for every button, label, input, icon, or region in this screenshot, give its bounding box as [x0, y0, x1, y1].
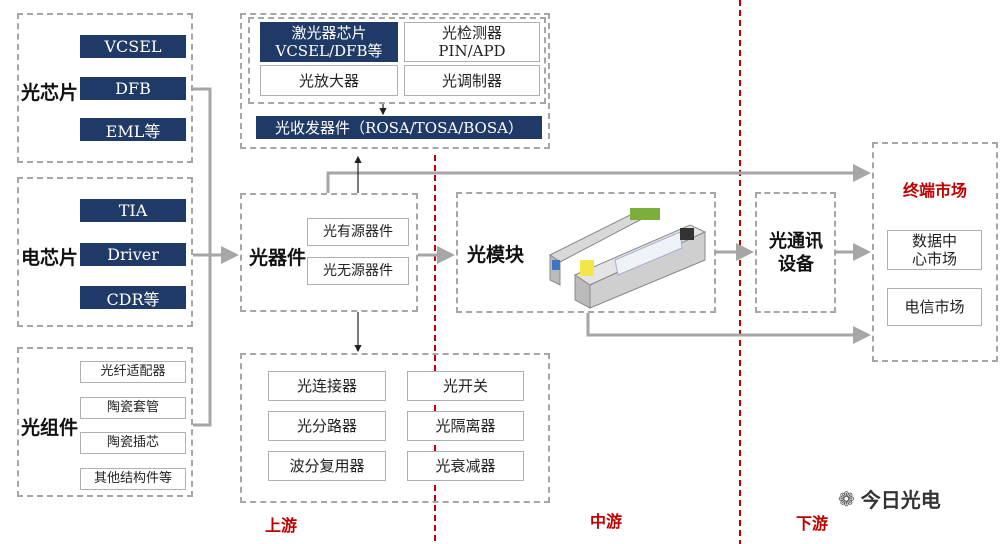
chip-dfb: DFB — [80, 77, 186, 100]
passive-item: 光隔离器 — [407, 411, 524, 441]
amplifier-cell: 光放大器 — [260, 65, 398, 96]
modulator-cell: 光调制器 — [404, 65, 540, 96]
component-item: 陶瓷插芯 — [80, 432, 186, 454]
optical-devices-group — [240, 193, 418, 312]
component-item: 其他结构件等 — [80, 468, 186, 490]
chip-cdr: CDR等 — [80, 286, 186, 309]
component-item: 光纤适配器 — [80, 361, 186, 383]
wechat-icon: ❁ — [838, 486, 855, 511]
datacenter-market: 数据中心市场 — [887, 230, 982, 270]
optical-chips-label: 光芯片 — [21, 82, 79, 104]
detector-cell: 光检测器 PIN/APD — [404, 22, 540, 62]
detector-types: PIN/APD — [438, 42, 506, 60]
watermark: ❁ 今日光电 — [838, 484, 941, 513]
electric-chips-group — [17, 177, 193, 327]
optical-components-group — [17, 347, 193, 497]
electric-chips-label: 电芯片 — [21, 247, 79, 269]
passive-devices: 光无源器件 — [307, 257, 409, 285]
optical-chips-group — [17, 13, 193, 163]
terminal-market-title: 终端市场 — [902, 181, 967, 200]
equipment-label: 光通讯设备 — [769, 231, 823, 276]
sfp-module-image — [549, 208, 707, 309]
passive-item: 光分路器 — [268, 411, 386, 441]
passive-item: 波分复用器 — [268, 451, 386, 481]
chip-vcsel: VCSEL — [80, 35, 186, 58]
transceiver-group — [240, 13, 550, 149]
laser-chip-cell: 激光器芯片 VCSEL/DFB等 — [260, 22, 398, 62]
passive-devices-group — [240, 353, 550, 503]
optical-module-label: 光模块 — [467, 244, 525, 266]
left-bracket-line — [193, 87, 212, 427]
terminal-market-group — [872, 142, 998, 362]
laser-chip-name: 激光器芯片 — [291, 24, 367, 42]
transceiver-parts-group — [248, 17, 546, 104]
downstream-label: 下游 — [796, 514, 829, 533]
component-item: 陶瓷套管 — [80, 397, 186, 419]
telecom-market: 电信市场 — [887, 288, 982, 326]
detector-name: 光检测器 — [441, 24, 502, 42]
chip-driver: Driver — [80, 243, 186, 266]
passive-item: 光开关 — [407, 371, 524, 401]
chip-eml: EML等 — [80, 118, 186, 141]
optical-components-label: 光组件 — [21, 417, 79, 439]
laser-chip-types: VCSEL/DFB等 — [275, 42, 383, 60]
watermark-text: 今日光电 — [860, 488, 941, 512]
transceiver-assembly: 光收发器件（ROSA/TOSA/BOSA） — [256, 116, 542, 139]
optical-devices-label: 光器件 — [249, 247, 307, 269]
passive-item: 光衰减器 — [407, 451, 524, 481]
upstream-label: 上游 — [265, 516, 298, 535]
midstream-label: 中游 — [590, 512, 623, 531]
equipment-group — [755, 192, 836, 313]
chip-tia: TIA — [80, 199, 186, 222]
active-devices: 光有源器件 — [307, 218, 409, 246]
passive-item: 光连接器 — [268, 371, 386, 401]
